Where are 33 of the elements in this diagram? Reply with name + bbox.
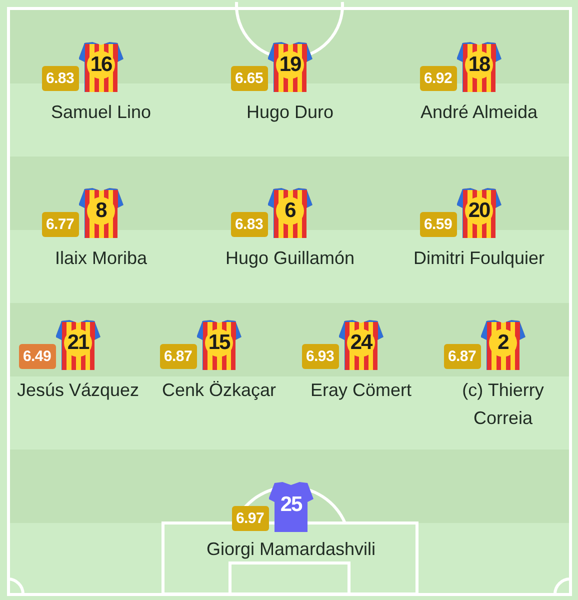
rating-badge: 6.87 — [160, 344, 196, 369]
jersey-number: 18 — [465, 51, 493, 79]
jersey-number: 19 — [276, 51, 304, 79]
jersey-number: 6 — [276, 197, 304, 225]
jersey-number: 16 — [87, 51, 115, 79]
player-name: Hugo Guillamón — [225, 247, 355, 270]
jersey-number: 21 — [64, 329, 92, 357]
jersey-number: 15 — [205, 329, 233, 357]
rating-badge: 6.83 — [42, 66, 78, 91]
player-name: Samuel Lino — [50, 101, 152, 124]
rating-badge: 6.83 — [230, 212, 268, 237]
player-name: André Almeida — [420, 101, 538, 124]
player-name: Hugo Duro — [246, 101, 334, 124]
rating-badge: 6.93 — [302, 344, 338, 369]
rating-badge: 6.65 — [230, 66, 268, 91]
rating-badge: 6.49 — [18, 344, 56, 369]
player-name: (c) Thierry Correia — [461, 379, 545, 430]
player-name: Dimitri Foulquier — [413, 247, 545, 270]
rating-badge: 6.59 — [420, 212, 456, 237]
player-name: Eray Cömert — [310, 379, 412, 402]
jersey-number: 24 — [347, 329, 375, 357]
player-name: Jesús Vázquez — [16, 379, 140, 402]
jersey-number: 25 — [279, 492, 304, 518]
player-name: Ilaix Moriba — [54, 247, 148, 270]
jersey-number: 8 — [87, 197, 115, 225]
rating-badge: 6.77 — [42, 212, 78, 237]
jersey-number: 20 — [465, 197, 493, 225]
rating-badge: 6.92 — [420, 66, 456, 91]
rating-badge: 6.97 — [232, 506, 268, 531]
player-name: Giorgi Mamardashvili — [206, 538, 376, 561]
player-name: Cenk Özkaçar — [162, 379, 276, 402]
jersey-number: 2 — [489, 329, 517, 357]
rating-badge: 6.87 — [444, 344, 480, 369]
